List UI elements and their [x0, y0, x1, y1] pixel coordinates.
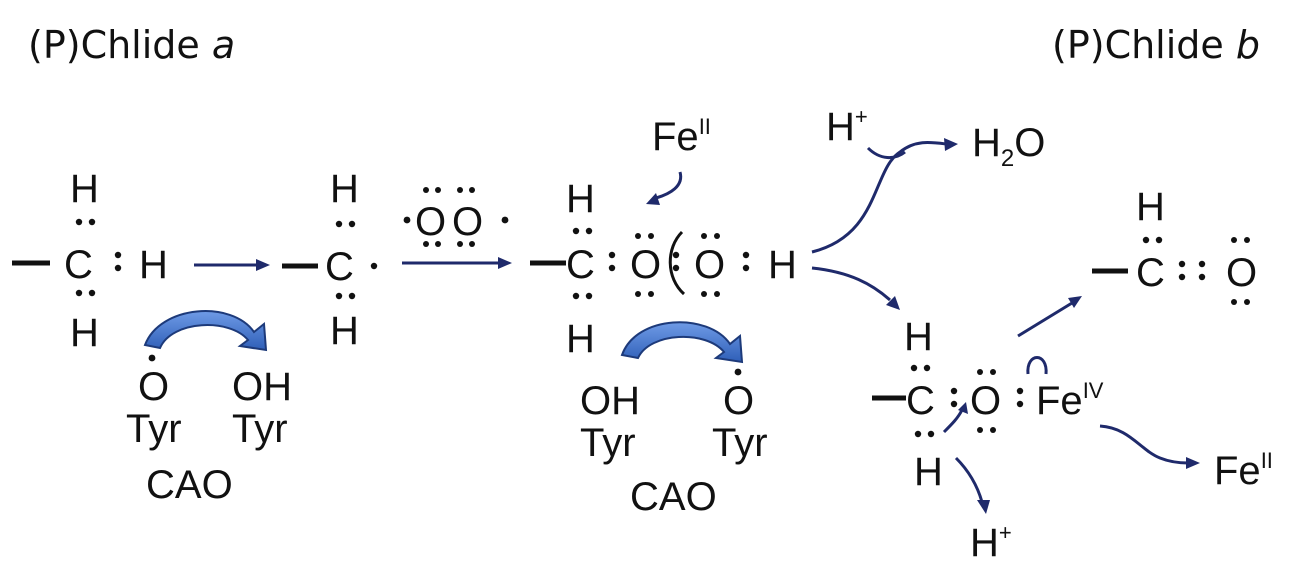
- oxygen-2: O: [452, 200, 483, 244]
- tyr-oh: OH: [580, 379, 640, 423]
- tyr-label-2: Tyr: [232, 407, 288, 451]
- atom-h-right: H: [139, 243, 168, 287]
- atom-h-top: H: [904, 315, 933, 359]
- proton-label-top: H+: [826, 104, 868, 149]
- tyr-oh: OH: [232, 365, 292, 409]
- arrowhead: [498, 257, 512, 269]
- atom-h-bottom: H: [70, 311, 99, 355]
- atom-h-top: H: [70, 167, 99, 211]
- branch-arrow-ferryl: [811, 266, 891, 302]
- homolysis-arrow: [1026, 356, 1048, 375]
- arrowhead: [1186, 457, 1200, 469]
- oxygen-carbonyl: O: [1226, 251, 1257, 295]
- tyr-label-3: Tyr: [580, 421, 636, 465]
- oxygen-1: O: [415, 200, 446, 244]
- proton-label-bottom: H+: [970, 520, 1012, 565]
- atom-h-top: H: [566, 177, 595, 221]
- branch-arrow-water: [811, 140, 947, 254]
- tyr-label-1: Tyr: [126, 407, 182, 451]
- arrowhead: [977, 500, 990, 514]
- structure-hydroperoxide: H C H O O H: [530, 177, 797, 361]
- cao-label-2: CAO: [630, 475, 717, 519]
- curved-electron-arrow-2: [620, 321, 744, 364]
- atom-h-bottom: H: [914, 450, 943, 494]
- atom-c: C: [906, 379, 935, 423]
- tyr-radical-o: O: [138, 365, 169, 409]
- dioxygen: O O: [403, 187, 509, 247]
- title-chlide-a: (P)Chlide a: [28, 23, 235, 67]
- tyr-group-1: O Tyr OH Tyr CAO: [126, 310, 292, 507]
- atom-h-bottom: H: [330, 309, 359, 353]
- curved-electron-arrow-1: [143, 310, 268, 352]
- atom-c: C: [1136, 251, 1165, 295]
- tyr-label-4: Tyr: [712, 421, 768, 465]
- fe-attack-arrow: [655, 171, 683, 200]
- fe-ii-label: FeII: [652, 114, 711, 159]
- oxygen-proximal: O: [630, 243, 661, 287]
- structure-ferryl-intermediate: H C H O FeIV: [872, 315, 1104, 494]
- structure-radical: H C H: [282, 167, 378, 353]
- oxygen-alkoxo: O: [970, 379, 1001, 423]
- structure-methyl: H C H H: [12, 167, 168, 355]
- structure-aldehyde: H C O: [1092, 185, 1257, 305]
- arrowhead: [646, 193, 660, 205]
- atom-c: C: [566, 243, 595, 287]
- bond-cleavage-arc: [668, 230, 686, 296]
- arrowhead: [958, 402, 968, 414]
- tyr-group-2: OH Tyr O Tyr CAO: [580, 321, 768, 519]
- water-label: H2O: [972, 121, 1045, 172]
- fe-iv-label: FeIV: [1036, 378, 1104, 423]
- atom-c: C: [64, 243, 93, 287]
- iron-release-arrow: [1099, 424, 1189, 465]
- tyr-radical-o: O: [723, 379, 754, 423]
- title-chlide-b: (P)Chlide b: [1052, 23, 1260, 67]
- arrowhead: [1068, 296, 1082, 308]
- aldehyde-formation-arrow: [1017, 301, 1073, 338]
- arrowhead: [944, 138, 958, 151]
- proton-release-arrow: [954, 456, 984, 503]
- atom-h-top: H: [330, 167, 359, 211]
- fe-ii-product-label: FeII: [1214, 448, 1273, 493]
- proton-capture-arrow: [866, 146, 906, 159]
- cao-label-1: CAO: [146, 463, 233, 507]
- arrowhead: [886, 296, 900, 310]
- oxygen-distal: O: [694, 243, 725, 287]
- ch-arrow: [942, 409, 964, 434]
- atom-h-top: H: [1136, 185, 1165, 229]
- arrowhead: [256, 259, 270, 271]
- atom-c: C: [325, 245, 354, 289]
- atom-h-terminal: H: [768, 243, 797, 287]
- atom-h-bottom: H: [566, 317, 595, 361]
